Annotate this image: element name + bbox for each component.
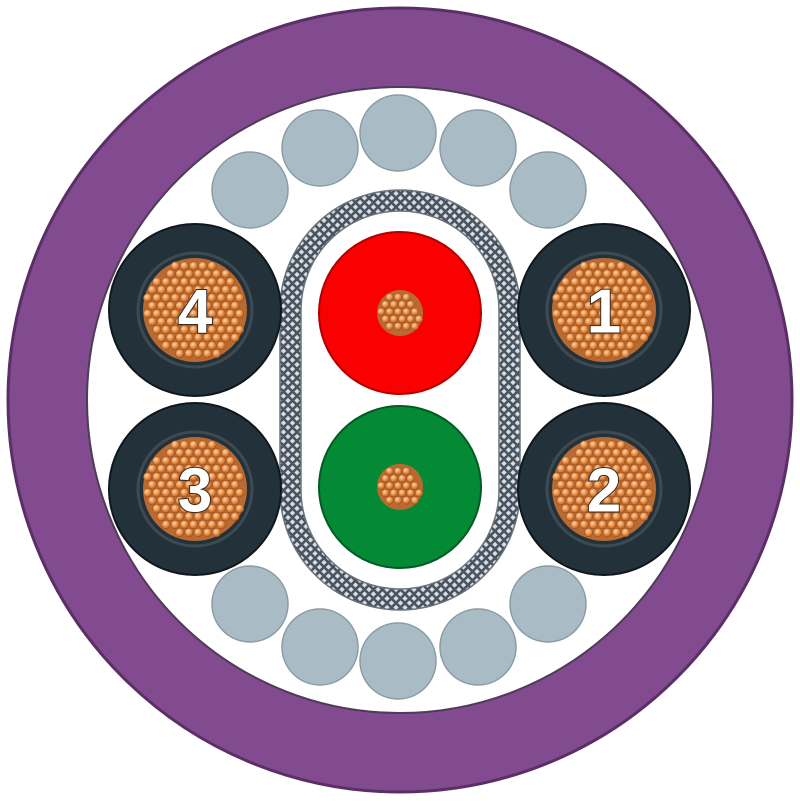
signal-core-green — [318, 405, 482, 569]
filler-strand — [509, 565, 587, 643]
signal-core-conductor — [377, 464, 424, 510]
filler-strand — [439, 109, 517, 187]
signal-pair — [318, 231, 482, 569]
filler-strand — [359, 94, 437, 172]
filler-strand — [281, 608, 359, 686]
filler-strands — [211, 94, 587, 700]
signal-core-conductor — [377, 290, 424, 336]
power-core-number: 2 — [587, 457, 621, 526]
power-core-number: 3 — [178, 457, 212, 526]
power-core-3: 3 — [108, 402, 282, 576]
power-core-number: 4 — [178, 278, 213, 347]
filler-strand — [439, 608, 517, 686]
power-cores: 1 2 3 4 — [108, 223, 691, 576]
power-core-4: 4 — [108, 223, 282, 397]
filler-strand — [359, 622, 437, 700]
signal-core-red — [318, 231, 482, 395]
power-core-2: 2 — [517, 402, 691, 576]
power-core-conductor — [552, 258, 656, 362]
filler-strand — [509, 151, 587, 229]
filler-strand — [211, 151, 289, 229]
power-core-conductor — [143, 437, 247, 541]
power-core-number: 1 — [587, 278, 621, 347]
power-core-conductor — [552, 437, 656, 541]
filler-strand — [211, 565, 289, 643]
power-core-conductor — [143, 258, 247, 362]
filler-strand — [281, 109, 359, 187]
power-core-1: 1 — [517, 223, 691, 397]
